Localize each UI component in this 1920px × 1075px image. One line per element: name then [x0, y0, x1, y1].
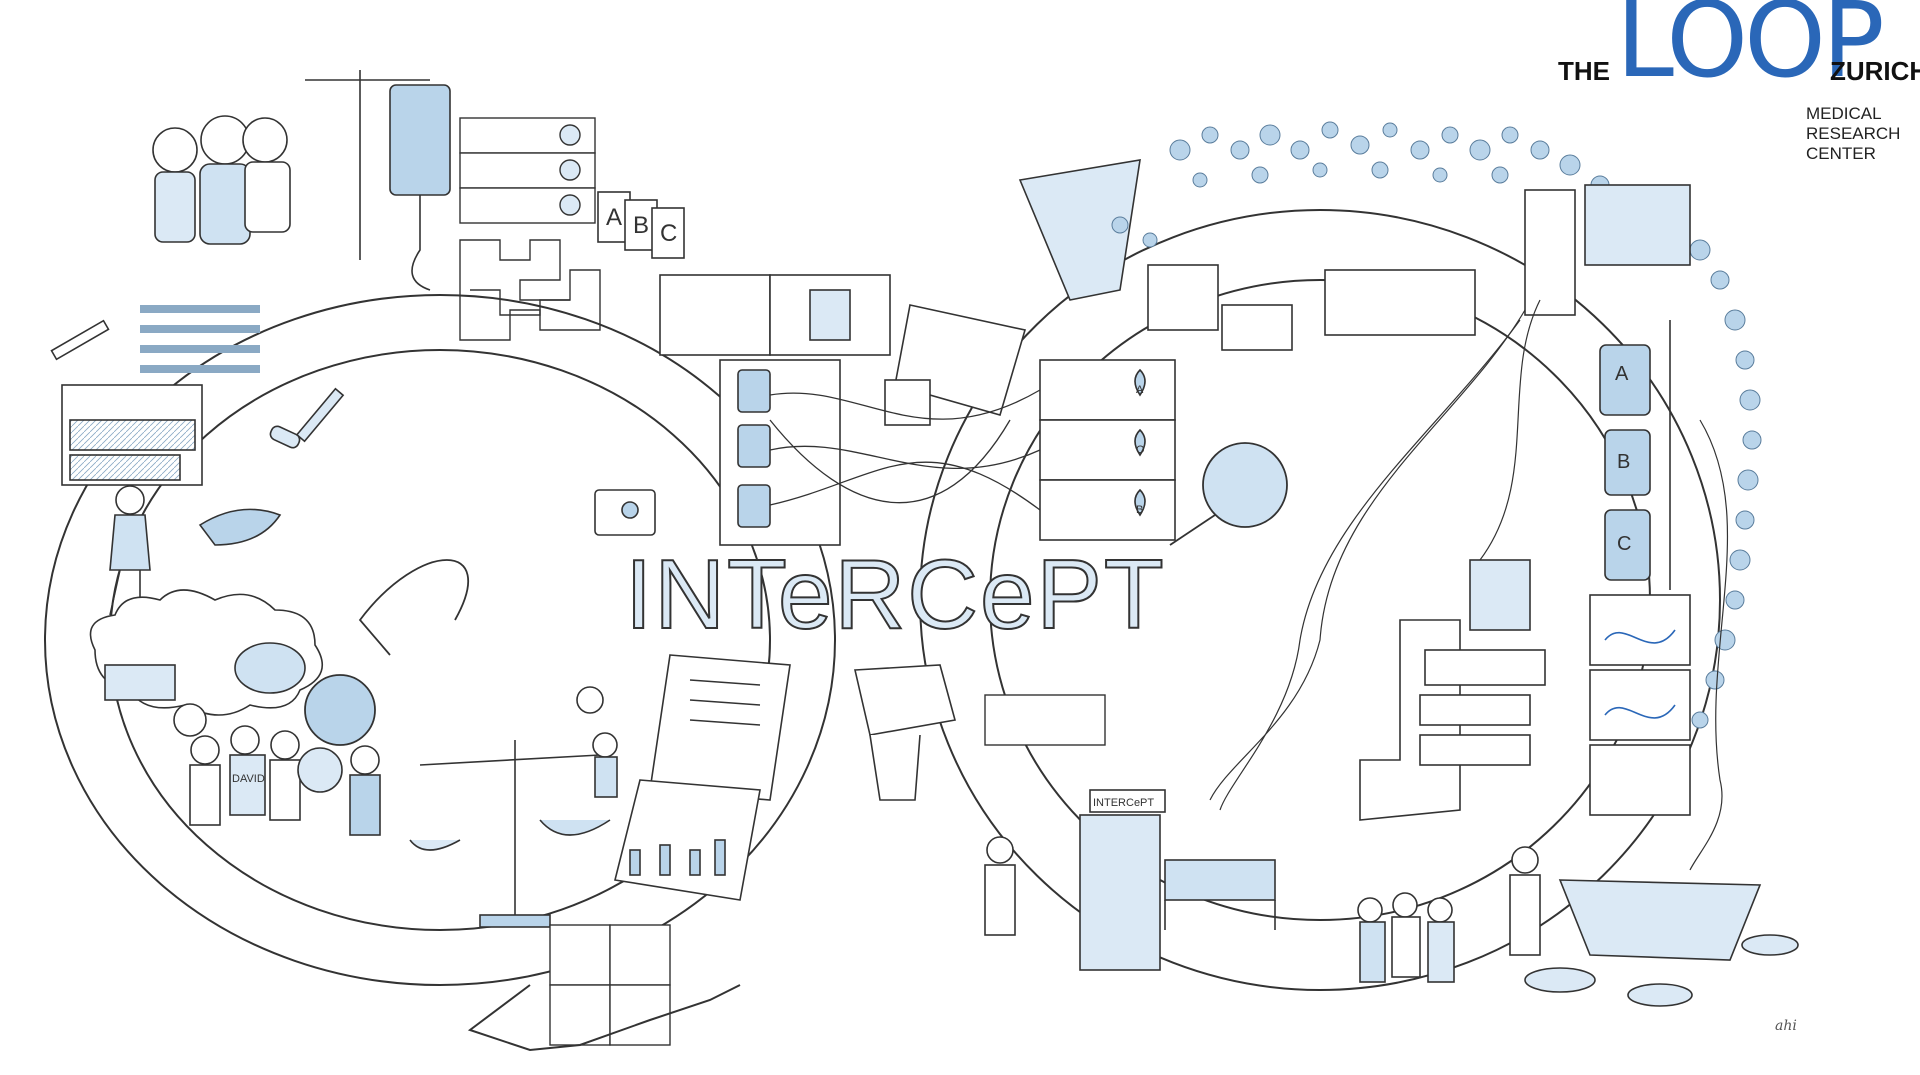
- lock-arrow: [304, 559, 469, 746]
- hospital-bed: [1164, 859, 1276, 930]
- drop-label-a: A: [1136, 384, 1144, 396]
- logo-sub-line-2: RESEARCH: [1806, 124, 1901, 143]
- dna-screens: [1589, 594, 1691, 816]
- artist-signature: ahi: [1775, 1018, 1797, 1034]
- loop-zurich-logo: THE LOOP ZURICH MEDICAL RESEARCH CENTER: [1558, 0, 1920, 190]
- card-a-label: A: [606, 204, 622, 231]
- iv-stand: [305, 70, 451, 291]
- lightbulb-person: [576, 686, 618, 798]
- logo-zurich: ZURICH: [1830, 56, 1920, 86]
- maze-puzzle: [459, 239, 601, 341]
- logo-subtitle: MEDICAL RESEARCH CENTER: [1806, 104, 1900, 164]
- abc-cards: A B C: [597, 191, 685, 259]
- bubbles: [1111, 121, 1762, 729]
- thought-cloud: [89, 589, 324, 737]
- logo-sub-line-1: MEDICAL: [1806, 104, 1882, 123]
- drop-label-b: B: [1136, 504, 1143, 516]
- laptop-screen: [884, 304, 1027, 426]
- magnifier: [1169, 442, 1288, 546]
- main-title: INTeRCePT: [625, 539, 1166, 649]
- bag-b-label: B: [1617, 451, 1630, 473]
- bag-c-label: C: [1617, 533, 1631, 555]
- cables: [1209, 299, 1729, 871]
- computer-tower: [1524, 184, 1691, 316]
- tumor-painting: [61, 384, 203, 486]
- woman-figure: [109, 485, 151, 616]
- logo-the: THE: [1558, 56, 1610, 86]
- chart-strips: [459, 117, 596, 224]
- logo-sub-line-3: CENTER: [1806, 144, 1876, 163]
- hospital-door: INTERCePT: [1079, 789, 1166, 971]
- crowd-figures: [140, 305, 260, 373]
- logo-loop: LOOP: [1616, 0, 1885, 101]
- petri-dishes: [1524, 879, 1799, 1007]
- patient-dna-panels: A O B: [1039, 359, 1176, 541]
- scientists: [984, 836, 1541, 983]
- iv-bags: [719, 359, 841, 546]
- blood-bags: A B C: [1599, 320, 1671, 590]
- dna-chain: [467, 984, 741, 1052]
- syringes: [50, 319, 345, 546]
- bag-a-label: A: [1615, 363, 1629, 385]
- card-c-label: C: [660, 220, 677, 247]
- drop-label-o: O: [1136, 444, 1145, 456]
- cell-panels: [1147, 264, 1476, 351]
- balance-scale: [409, 740, 611, 928]
- idea-box: [984, 694, 1106, 746]
- photo-strip: [659, 274, 891, 356]
- family-group: [152, 115, 291, 245]
- bottom-panels: [549, 924, 671, 1046]
- tangled-tubes: [769, 389, 1041, 511]
- box-creature: [854, 664, 957, 801]
- monitor-device: [594, 489, 656, 536]
- patient-card-label: DAVID: [232, 773, 265, 785]
- card-b-label: B: [633, 212, 649, 239]
- doctor-group: DAVID: [189, 725, 381, 836]
- analysis-machine: [1359, 559, 1546, 821]
- funnel: [1018, 159, 1141, 301]
- door-sign-label: INTERCePT: [1093, 797, 1154, 809]
- document-sheet: [614, 654, 791, 901]
